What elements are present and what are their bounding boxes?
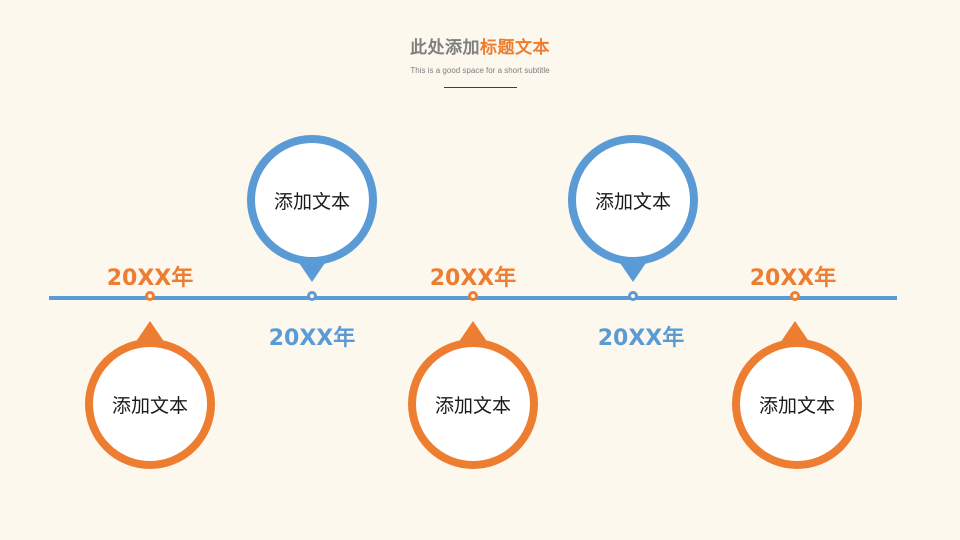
- milestone-2-pointer: [297, 260, 327, 282]
- title-part1: 此处添加: [410, 38, 480, 58]
- milestone-2-bubble: 添加文本: [247, 135, 377, 265]
- milestone-5-bubble: 添加文本: [732, 339, 862, 469]
- page-subtitle: This is a good space for a short subtitl…: [410, 66, 550, 75]
- milestone-1-year: 20XX年: [106, 266, 194, 291]
- milestone-1-text: 添加文本: [111, 394, 188, 417]
- milestone-5-pointer: [780, 321, 810, 343]
- milestone-5-dot: [790, 291, 800, 301]
- milestone-1-dot: [145, 291, 155, 301]
- title-part2: 标题文本: [480, 38, 550, 58]
- milestone-3-text: 添加文本: [434, 394, 511, 417]
- milestone-4-year: 20XX年: [597, 326, 685, 351]
- milestone-2-dot: [307, 291, 317, 301]
- milestone-4-bubble: 添加文本: [568, 135, 698, 265]
- milestone-3-bubble: 添加文本: [408, 339, 538, 469]
- milestone-2-text: 添加文本: [273, 190, 350, 213]
- milestone-4-pointer: [618, 260, 648, 282]
- title-underline: [444, 87, 517, 88]
- milestone-5-year: 20XX年: [749, 266, 837, 291]
- milestone-5-text: 添加文本: [758, 394, 835, 417]
- milestone-3-pointer: [458, 321, 488, 343]
- milestone-3-dot: [468, 291, 478, 301]
- page-title: 此处添加标题文本: [0, 33, 960, 58]
- milestone-4-text: 添加文本: [594, 190, 671, 213]
- milestone-3-year: 20XX年: [429, 266, 517, 291]
- milestone-1-pointer: [135, 321, 165, 343]
- milestone-2-year: 20XX年: [268, 326, 356, 351]
- milestone-4-dot: [628, 291, 638, 301]
- milestone-1-bubble: 添加文本: [85, 339, 215, 469]
